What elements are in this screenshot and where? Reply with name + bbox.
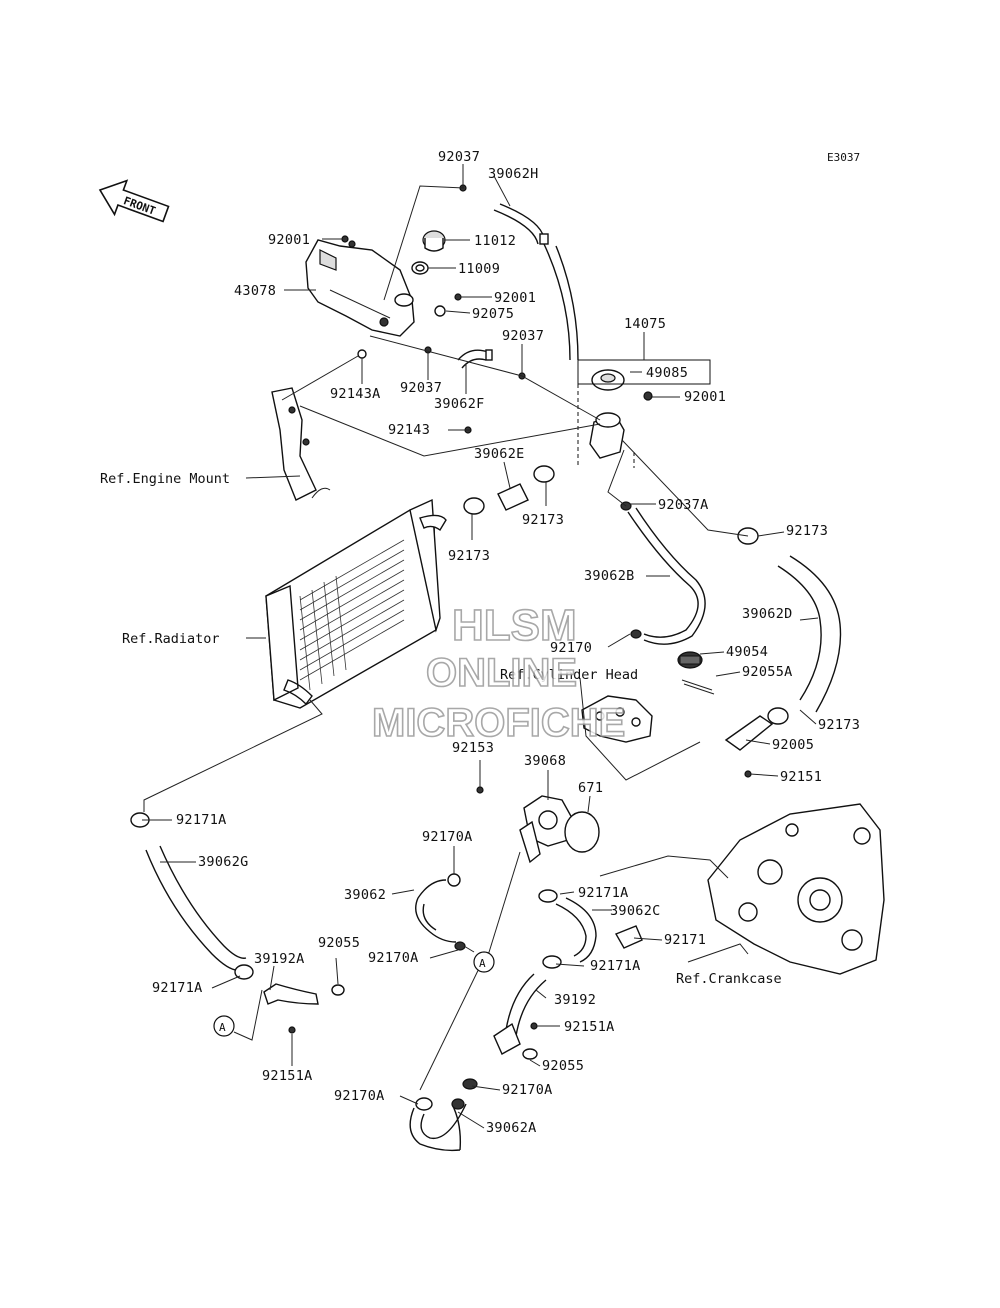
hose-39062 bbox=[415, 879, 457, 943]
label-92173: 92173 bbox=[522, 512, 564, 528]
label-39062: 39062 bbox=[344, 887, 386, 903]
label-39062B: 39062B bbox=[584, 568, 635, 584]
watermark-line-3: MICROFICHE bbox=[372, 701, 625, 745]
clamp-icon bbox=[463, 497, 485, 515]
hose-39062A bbox=[409, 1103, 467, 1152]
label-39062A: 39062A bbox=[486, 1120, 537, 1136]
hose-39062H bbox=[493, 203, 579, 361]
label-92170A: 92170A bbox=[422, 829, 473, 845]
label-92173: 92173 bbox=[818, 717, 860, 733]
label-92143A: 92143A bbox=[330, 386, 381, 402]
label-92037: 92037 bbox=[438, 149, 480, 165]
clamp-icon bbox=[533, 465, 555, 483]
label-92005: 92005 bbox=[772, 737, 814, 753]
label-92173: 92173 bbox=[786, 523, 828, 539]
label-49054: 49054 bbox=[726, 644, 768, 660]
crankcase-part bbox=[707, 803, 885, 975]
collar-icon bbox=[434, 305, 446, 317]
label-92171A: 92171A bbox=[152, 980, 203, 996]
label-92171: 92171 bbox=[664, 932, 706, 948]
label-39062D: 39062D bbox=[742, 606, 793, 622]
label-92170: 92170 bbox=[550, 640, 592, 656]
label-39062H: 39062H bbox=[488, 166, 539, 182]
label-39062G: 39062G bbox=[198, 854, 249, 870]
ref-cylinder-head: Ref.Cylinder Head bbox=[500, 667, 638, 683]
engine-mount-part bbox=[271, 387, 331, 501]
pipe-39192 bbox=[505, 973, 547, 1037]
svg-text:A: A bbox=[219, 1021, 226, 1034]
label-92170A: 92170A bbox=[502, 1082, 553, 1098]
label-11012: 11012 bbox=[474, 233, 516, 249]
label-39192A: 39192A bbox=[254, 951, 305, 967]
water-pump-part bbox=[519, 795, 600, 864]
label-92143: 92143 bbox=[388, 422, 430, 438]
label-39062E: 39062E bbox=[474, 446, 525, 462]
label-92151A: 92151A bbox=[564, 1019, 615, 1035]
hose-39062B bbox=[627, 507, 706, 645]
label-92001: 92001 bbox=[268, 232, 310, 248]
radiator-part bbox=[265, 498, 447, 709]
svg-text:A: A bbox=[479, 957, 486, 970]
diagram-code: E3037 bbox=[827, 151, 860, 164]
label-92055: 92055 bbox=[318, 935, 360, 951]
ref-crankcase: Ref.Crankcase bbox=[676, 971, 782, 987]
label-92153: 92153 bbox=[452, 740, 494, 756]
label-92171A: 92171A bbox=[590, 958, 641, 974]
label-92151A: 92151A bbox=[262, 1068, 313, 1084]
label-92037: 92037 bbox=[502, 328, 544, 344]
label-92055: 92055 bbox=[542, 1058, 584, 1074]
hose-39062C bbox=[555, 897, 597, 963]
watermark-line-1: HLSM bbox=[452, 601, 577, 650]
label-11009: 11009 bbox=[458, 261, 500, 277]
leader-lines bbox=[142, 164, 819, 1129]
label-39192: 39192 bbox=[554, 992, 596, 1008]
label-39062C: 39062C bbox=[610, 903, 661, 919]
clamp-icon bbox=[542, 955, 562, 969]
reference-labels: Ref.Engine Mount Ref.Radiator Ref.Cylind… bbox=[100, 471, 782, 987]
filler-neck-part bbox=[589, 369, 653, 459]
label-92001: 92001 bbox=[684, 389, 726, 405]
clamp-icon bbox=[234, 964, 254, 980]
label-92170A: 92170A bbox=[334, 1088, 385, 1104]
label-92171A: 92171A bbox=[578, 885, 629, 901]
callout-marker-a: A bbox=[213, 1015, 235, 1037]
reservoir-tank-part bbox=[305, 239, 415, 337]
label-92075: 92075 bbox=[472, 306, 514, 322]
clamp-icon bbox=[538, 889, 558, 903]
hose-39062G bbox=[145, 845, 247, 971]
label-49085: 49085 bbox=[646, 365, 688, 381]
label-92170A: 92170A bbox=[368, 950, 419, 966]
label-671: 671 bbox=[578, 780, 603, 796]
hose-39062D bbox=[777, 555, 842, 713]
label-92151: 92151 bbox=[780, 769, 822, 785]
ref-radiator: Ref.Radiator bbox=[122, 631, 220, 647]
watermark-line-2: ONLINE bbox=[426, 651, 577, 695]
reservoir-cap-part bbox=[411, 230, 446, 275]
label-92037: 92037 bbox=[400, 380, 442, 396]
label-14075: 14075 bbox=[624, 316, 666, 332]
callout-marker-a: A bbox=[473, 951, 495, 973]
front-arrow-icon: FRONT bbox=[98, 179, 170, 223]
hose-39062F bbox=[457, 349, 489, 369]
label-92055A: 92055A bbox=[742, 664, 793, 680]
pipe-39192A bbox=[263, 983, 319, 1005]
hose-39062E bbox=[497, 483, 529, 511]
label-92037A: 92037A bbox=[658, 497, 709, 513]
label-43078: 43078 bbox=[234, 283, 276, 299]
part-labels: 92037 39062H 92001 11012 11009 43078 920… bbox=[152, 149, 860, 1136]
label-92171A: 92171A bbox=[176, 812, 227, 828]
label-92001: 92001 bbox=[494, 290, 536, 306]
thermostat-cover-part bbox=[724, 707, 789, 751]
label-92173: 92173 bbox=[448, 548, 490, 564]
label-39068: 39068 bbox=[524, 753, 566, 769]
watermark: HLSM ONLINE MICROFICHE bbox=[371, 600, 626, 746]
cylinder-head-part bbox=[581, 695, 653, 743]
label-39062F: 39062F bbox=[434, 396, 485, 412]
thermostat-part bbox=[677, 651, 715, 695]
o-ring-icon bbox=[564, 811, 600, 853]
ref-engine-mount: Ref.Engine Mount bbox=[100, 471, 230, 487]
